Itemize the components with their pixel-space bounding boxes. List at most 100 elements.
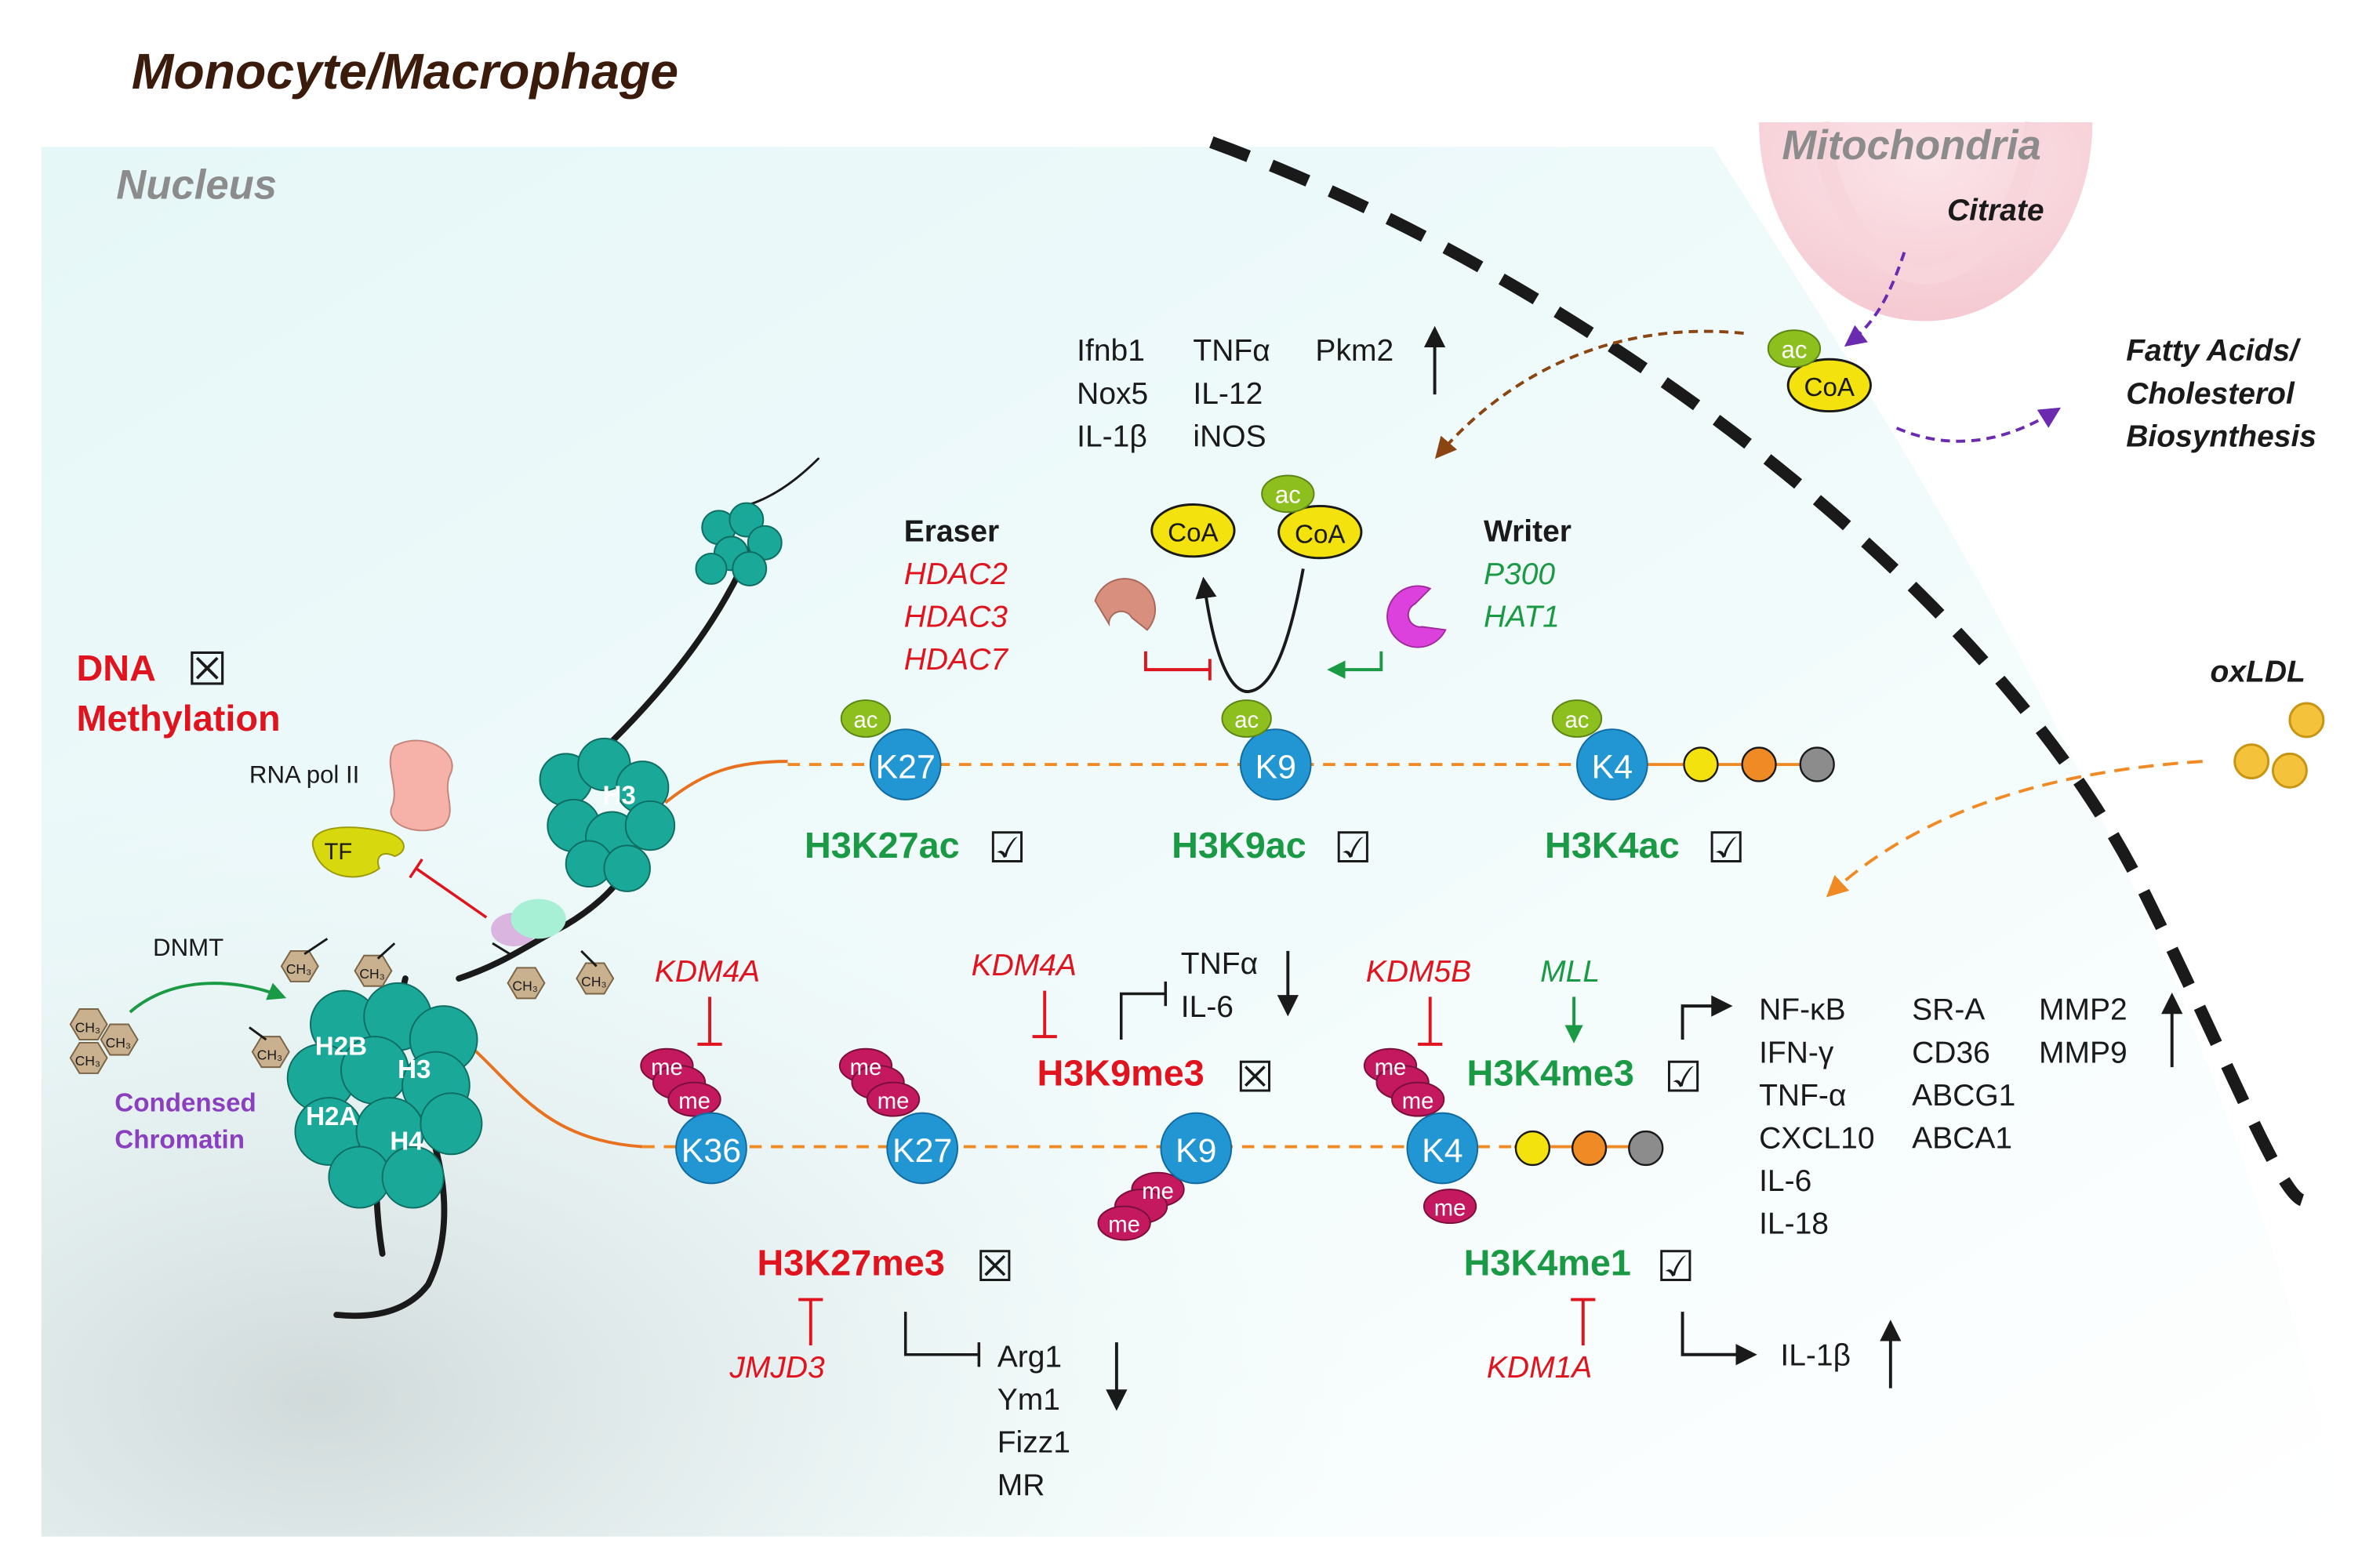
ch3-hexagon bbox=[507, 967, 546, 1000]
acetyl-genes: Ifnb1 Nox5 IL-1β TNFα IL-12 iNOS Pkm2 bbox=[1077, 334, 1393, 453]
h3k27me3-gene: Fizz1 bbox=[997, 1426, 1070, 1460]
writer-arrow bbox=[1327, 651, 1383, 679]
residue-label: K27 bbox=[876, 749, 936, 786]
histone-label: H2B bbox=[315, 1033, 367, 1062]
tf-label: TF bbox=[325, 840, 353, 865]
tf-inhibit bbox=[409, 858, 488, 919]
me-cluster-k27: me me bbox=[838, 1047, 921, 1117]
enzyme-kdm4a: KDM4A bbox=[972, 949, 1077, 982]
h3k4me3-gene: ABCG1 bbox=[1912, 1079, 2015, 1113]
residue-label: K4 bbox=[1592, 749, 1633, 786]
coa-label: CoA bbox=[1295, 520, 1346, 549]
me-cluster-k4: me me bbox=[1363, 1047, 1445, 1117]
ch3-label: CH₃ bbox=[286, 961, 312, 977]
h3-label: H3 bbox=[603, 782, 636, 811]
residue-label: K9 bbox=[1255, 749, 1295, 786]
nucleosome-condensed bbox=[286, 982, 483, 1209]
eraser-item: HDAC7 bbox=[904, 643, 1009, 677]
h3k27me3-genes: Arg1 Ym1 Fizz1 MR bbox=[997, 1340, 1070, 1502]
h3k4me3-gene: MMP2 bbox=[2039, 993, 2127, 1027]
mark-status: ☒ bbox=[1236, 1053, 1274, 1101]
h3k27me3-inhibit bbox=[903, 1312, 981, 1367]
oxldl-particles bbox=[2233, 702, 2325, 789]
residue-label: K36 bbox=[681, 1132, 741, 1170]
acetyl-coa-cytoplasm: CoA ac bbox=[1767, 329, 1872, 413]
mitochondria-label: Mitochondria bbox=[1782, 122, 2040, 169]
mark-h3k4me3: H3K4me3 bbox=[1467, 1053, 1634, 1094]
background bbox=[41, 147, 2349, 1537]
writer-item: P300 bbox=[1484, 557, 1555, 591]
kdm1a-inhibit bbox=[1571, 1298, 1596, 1346]
ac-label: ac bbox=[1234, 708, 1259, 733]
h3k4me1-gene: IL-1β bbox=[1780, 1338, 1851, 1372]
me-label: me bbox=[678, 1089, 710, 1114]
acetyl-gene: TNFα bbox=[1193, 334, 1270, 368]
enzyme-jmjd3: JMJD3 bbox=[729, 1351, 825, 1385]
h3k4me3-gene: IL-6 bbox=[1759, 1164, 1811, 1198]
me-cluster-k36: me me bbox=[640, 1047, 721, 1117]
histone-label: H4 bbox=[390, 1127, 423, 1156]
acetyl-gene: Nox5 bbox=[1077, 377, 1148, 411]
me-label: me bbox=[1434, 1196, 1466, 1221]
eraser-item: HDAC3 bbox=[904, 601, 1008, 634]
h3k4me3-gene: SR-A bbox=[1912, 993, 1985, 1027]
ch3-label: CH₃ bbox=[581, 974, 607, 989]
oxldl-arrow bbox=[1826, 760, 2203, 898]
mark-h3k9me3: H3K9me3 bbox=[1037, 1053, 1204, 1094]
ch3-hexagon bbox=[576, 962, 615, 995]
eraser-enzyme bbox=[1094, 578, 1156, 631]
h3k4me3-arrow bbox=[1681, 995, 1733, 1040]
me-label: me bbox=[1402, 1089, 1434, 1114]
condensed-label: Condensed bbox=[114, 1089, 256, 1118]
enzyme-kdm5b: KDM5B bbox=[1366, 955, 1471, 989]
me-label: me bbox=[1375, 1055, 1407, 1080]
acetyl-residues: K27 ac K9 ac K4 ac bbox=[840, 699, 1835, 800]
mark-status: ☑ bbox=[1664, 1053, 1702, 1101]
coa-label: CoA bbox=[1168, 518, 1219, 547]
acetyl-cycle: CoA CoA ac bbox=[1150, 474, 1363, 694]
mark-h3k4ac: H3K4ac bbox=[1545, 825, 1680, 866]
condensed-label: Chromatin bbox=[114, 1125, 245, 1154]
h3k9me3-inhibit bbox=[1119, 981, 1168, 1040]
ch3-label: CH₃ bbox=[512, 978, 538, 994]
ac-label: ac bbox=[1275, 481, 1301, 509]
residue-label: K9 bbox=[1175, 1132, 1216, 1170]
acetyl-gene: IL-1β bbox=[1077, 419, 1147, 453]
lipid-line-2: Cholesterol bbox=[2126, 377, 2295, 411]
writer-enzyme bbox=[1386, 585, 1447, 648]
h3k27me3-gene: Arg1 bbox=[997, 1340, 1062, 1374]
h3k4me1-arrow bbox=[1681, 1312, 1757, 1366]
dna-methylation-title: Methylation bbox=[77, 698, 281, 739]
enzyme-mll: MLL bbox=[1540, 955, 1600, 989]
h3k4me3-gene: IL-18 bbox=[1759, 1207, 1829, 1241]
dnmt-arrow bbox=[129, 982, 287, 1014]
residue-label: K4 bbox=[1422, 1132, 1463, 1170]
writer-item: HAT1 bbox=[1484, 601, 1560, 634]
lipid-line-3: Biosynthesis bbox=[2126, 419, 2316, 453]
ch3-hexagon bbox=[69, 1008, 108, 1041]
dna-methyl-groups: CH₃ CH₃ CH₃ CH₃ CH₃ CH₃ CH₃ CH₃ bbox=[69, 898, 615, 1074]
mitochondria-shape bbox=[1759, 122, 2093, 321]
oxldl-label: oxLDL bbox=[2210, 655, 2305, 689]
ch3-label: CH₃ bbox=[106, 1035, 132, 1051]
enzyme-kdm1a: KDM1A bbox=[1487, 1351, 1592, 1385]
acetyl-gene: Pkm2 bbox=[1315, 334, 1393, 368]
eraser-inhibit bbox=[1143, 651, 1212, 681]
mark-status: ☑ bbox=[1334, 824, 1372, 872]
h3k4me3-gene: CD36 bbox=[1912, 1036, 1990, 1069]
mark-status: ☑ bbox=[988, 824, 1026, 872]
h3k4me3-genes: NF-κB IFN-γ TNF-α CXCL10 IL-6 IL-18 SR-A… bbox=[1759, 993, 2127, 1241]
histone-label: H2A bbox=[306, 1102, 358, 1131]
ch3-hexagon bbox=[251, 1036, 290, 1069]
h3k9me3-gene: IL-6 bbox=[1181, 990, 1234, 1024]
acetyl-gene: IL-12 bbox=[1193, 377, 1263, 411]
mark-h3k27me3: H3K27me3 bbox=[758, 1242, 945, 1283]
me-label: me bbox=[1108, 1213, 1140, 1238]
me-label: me bbox=[1142, 1179, 1174, 1204]
ch3-hexagon bbox=[69, 1041, 108, 1074]
jmjd3-inhibit bbox=[798, 1298, 823, 1346]
nucleosome-small bbox=[695, 502, 783, 586]
acetyl-gene: Ifnb1 bbox=[1077, 334, 1145, 368]
dna-methylation-status: ☒ bbox=[187, 644, 227, 695]
